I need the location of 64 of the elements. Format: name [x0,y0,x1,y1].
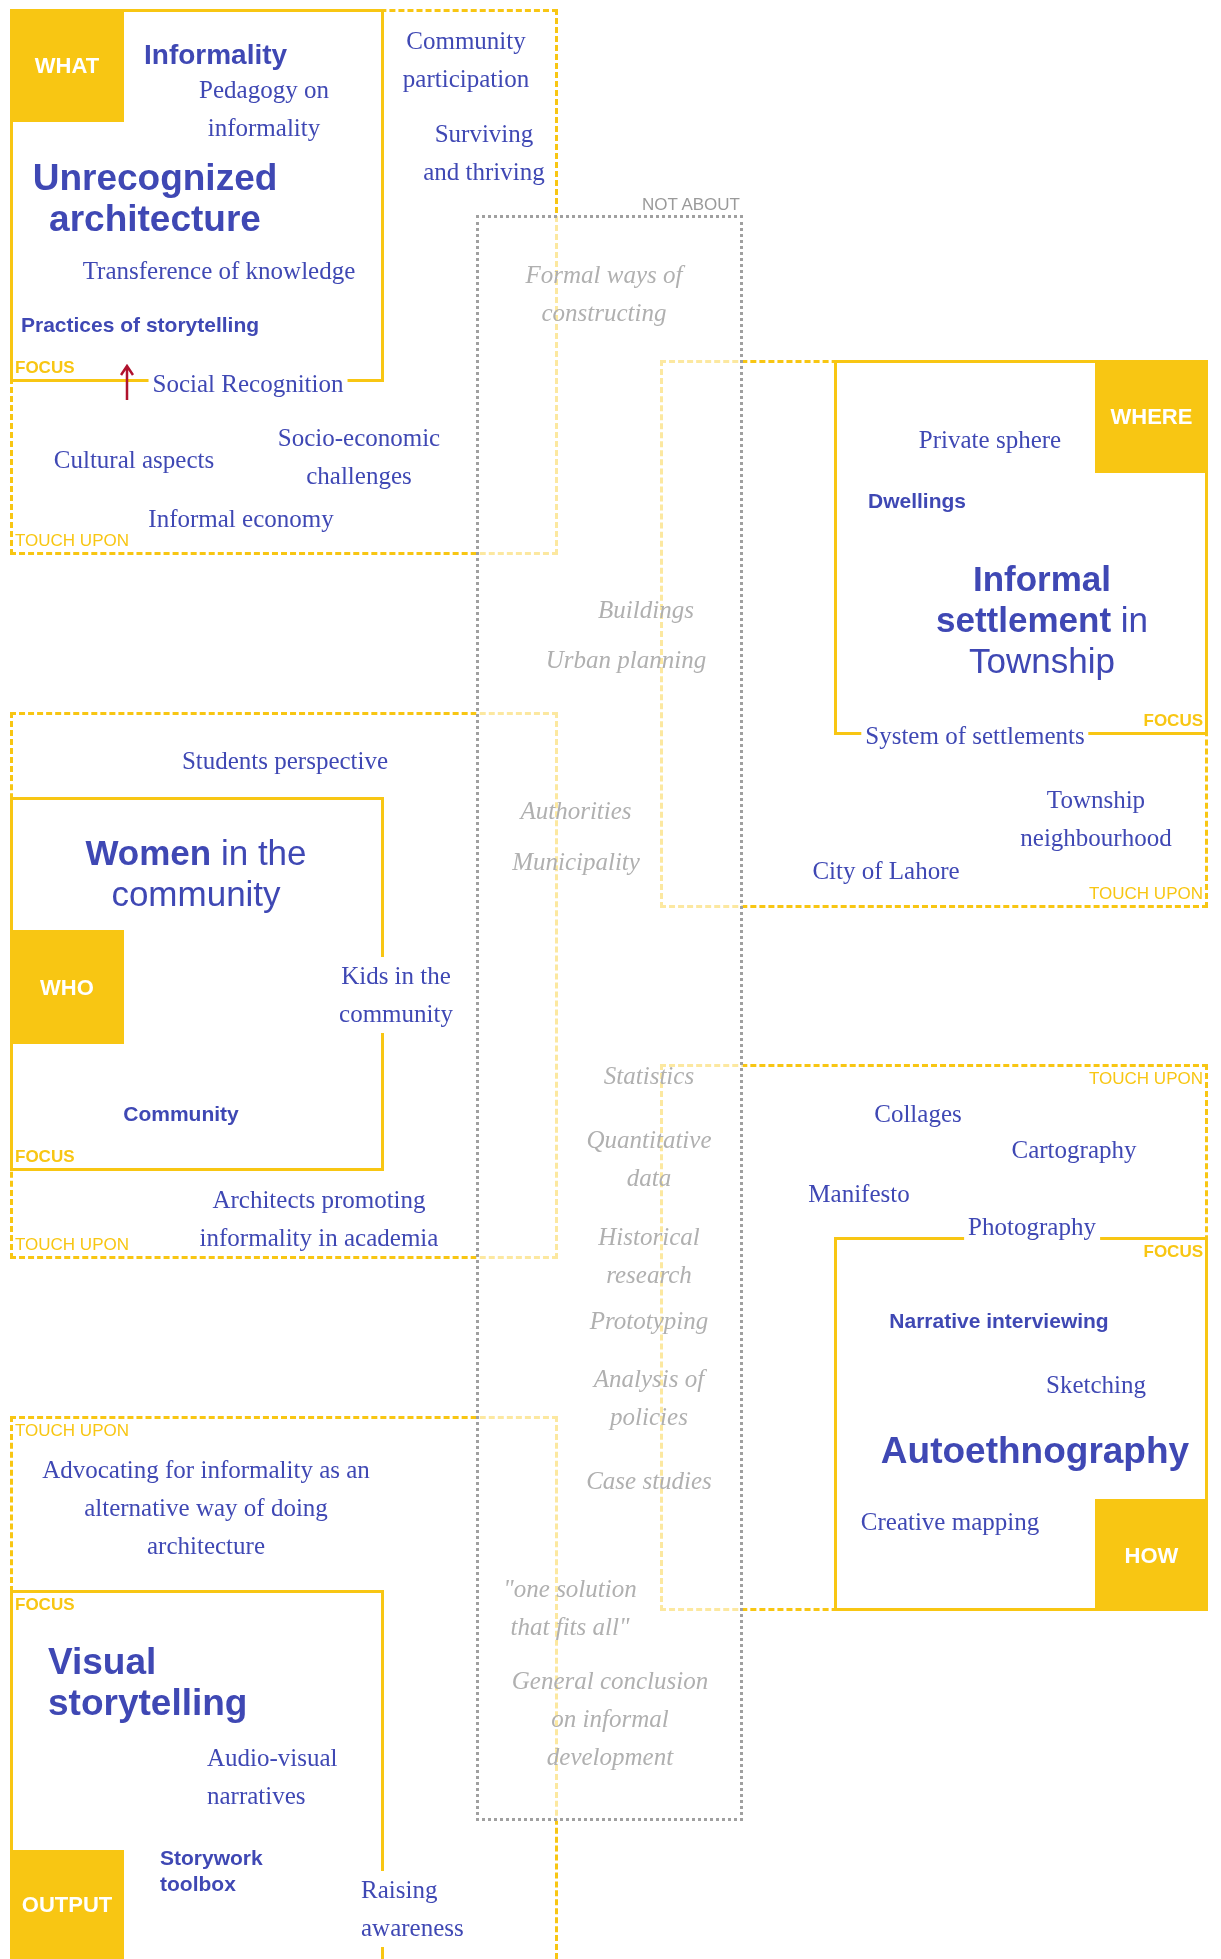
topic-text: Private sphere [918,425,1062,455]
topic-heading: Informal settlement in Township [935,558,1149,681]
excluded-topic-text: Analysis of policies [591,1364,708,1432]
excluded-topic-text: Quantitative data [585,1125,713,1193]
topic-text: Sketching [1046,1370,1146,1400]
topic-heading: Autoethnography [880,1430,1190,1471]
topic-text: Storywork toolbox [160,1845,264,1897]
topic-text: Pedagogy on informality [198,75,330,143]
topic-text: Informal economy [148,504,334,534]
topic-text: Architects promoting informality in academia [198,1185,440,1253]
category-label: HOW [1124,1541,1179,1570]
topic-text: Audio-visual narratives [207,1743,339,1811]
topic-heading: Unrecognized architecture [31,157,279,239]
topic-text: City of Lahore [812,856,960,886]
topic-text: Students perspective [181,746,389,776]
region-label: FOCUS [1143,1243,1203,1260]
region-label: TOUCH UPON [15,1236,129,1253]
category-tag [10,1850,124,1959]
region-label: FOCUS [15,1148,75,1165]
region-label: TOUCH UPON [15,1422,129,1439]
topic-text: Community [123,1101,239,1127]
topic-text: Surviving and thriving [422,119,546,187]
topic-text: Transference of knowledge [82,256,356,286]
topic-text: Narrative interviewing [889,1308,1109,1334]
topic-text: Collages [874,1099,962,1129]
excluded-topic-text: Buildings [598,595,694,625]
topic-text: Creative mapping [860,1507,1040,1537]
category-tag [1095,360,1208,473]
excluded-topic-text: Municipality [512,847,640,877]
excluded-topic-text: Authorities [520,796,632,826]
topic-text: Community participation [401,26,531,94]
topic-text: Township neighbourhood [1019,785,1173,853]
category-tag [10,9,124,122]
region-label: TOUCH UPON [1089,885,1203,902]
topic-text: Cartography [1011,1135,1137,1165]
excluded-topic-text: General conclusion on informal development [510,1666,710,1772]
region-label: FOCUS [15,359,75,376]
category-label: WHERE [1110,403,1193,431]
excluded-topic-text: Formal ways of constructing [514,256,694,332]
topic-heading: Women in the community [84,832,308,914]
excluded-topic-text: Prototyping [589,1306,709,1336]
category-tag [1095,1499,1208,1611]
category-label: WHO [40,973,94,1002]
excluded-topic-text: Case studies [586,1466,712,1496]
topic-heading: Informality [144,38,288,72]
topic-text: Manifesto [808,1179,910,1209]
region-label: TOUCH UPON [1089,1070,1203,1087]
region-label: FOCUS [15,1596,75,1613]
region-label: TOUCH UPON [15,532,129,549]
category-tag [10,930,124,1044]
excluded-topic-text: "one solution that fits all" [502,1574,638,1642]
category-label: WHAT [34,52,100,80]
excluded-topic-text: Statistics [603,1061,695,1091]
topic-text: Dwellings [868,488,967,514]
category-label: OUTPUT [21,1891,113,1919]
topic-text: Socio-economic challenges [276,423,442,491]
topic-heading: Visual storytelling [48,1641,249,1723]
topic-text: Cultural aspects [53,445,215,475]
excluded-topic-text: Urban planning [545,645,707,675]
region-label: FOCUS [1143,712,1203,729]
topic-text: Advocating for informality as an alternative way of doing architecture [41,1455,371,1561]
excluded-topic-text: Historical research [597,1222,701,1290]
topic-text: Practices of storytelling [21,312,260,338]
region-label: NOT ABOUT [642,196,740,213]
